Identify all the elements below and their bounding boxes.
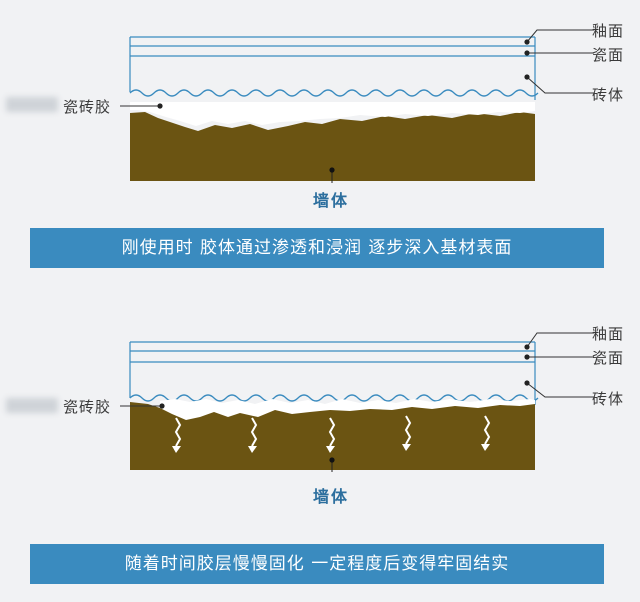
arrowhead-3 (326, 446, 335, 453)
arrow-3 (328, 417, 336, 447)
label-body: 砖体 (592, 390, 625, 408)
diagram-panel-1: 釉面 瓷面 砖体 瓷砖胶 墙体 刚使用时 胶体通过渗透和浸润 逐步深入基材表面 (0, 0, 640, 280)
penetration-arrows (174, 415, 491, 447)
wall-body (130, 112, 535, 181)
caption-banner: 随着时间胶层慢慢固化 一定程度后变得牢固结实 (30, 544, 604, 584)
leader-dot-wall (329, 457, 335, 463)
caption-banner: 刚使用时 胶体通过渗透和浸润 逐步深入基材表面 (30, 228, 604, 268)
tile-wavy-bottom (129, 394, 539, 402)
blurred-watermark (6, 398, 58, 413)
label-face: 瓷面 (592, 349, 625, 367)
diagram-panel-2: 釉面 瓷面 砖体 瓷砖胶 墙体 随着时间胶层慢慢固化 一定程度后变得牢固结实 (0, 300, 640, 602)
arrow-1 (174, 417, 182, 447)
panel-1-graphic (120, 29, 594, 183)
label-wall: 墙体 (313, 191, 350, 210)
label-adhesive: 瓷砖胶 (63, 398, 112, 416)
arrowhead-5 (481, 444, 490, 451)
label-glaze: 釉面 (592, 325, 625, 343)
arrow-5 (483, 415, 491, 445)
leader-glaze (526, 29, 594, 43)
label-body: 砖体 (592, 86, 625, 104)
leader-body (526, 76, 594, 94)
adhesive-layer (130, 102, 535, 126)
arrow-4 (404, 415, 412, 445)
adhesive-layer (160, 399, 535, 420)
label-face: 瓷面 (592, 46, 625, 64)
leader-dot-adhesive (159, 403, 165, 409)
arrowhead-4 (402, 444, 411, 451)
leader-body (526, 382, 594, 398)
leader-dot-adhesive (157, 103, 163, 109)
leader-dot-body (524, 380, 530, 386)
arrow-2 (250, 417, 258, 447)
blurred-watermark (6, 97, 58, 112)
leader-dot-glaze (524, 39, 530, 45)
tile-wavy-bottom (129, 89, 539, 97)
leader-dot-face (524, 50, 530, 56)
label-wall: 墙体 (313, 487, 350, 506)
leader-glaze (526, 332, 594, 348)
leader-dot-body (524, 74, 530, 80)
label-glaze: 釉面 (592, 22, 625, 40)
arrowhead-2 (248, 446, 257, 453)
leader-dot-glaze (524, 344, 530, 350)
arrowhead-1 (172, 446, 181, 453)
panel-2-graphic (120, 332, 594, 472)
leader-dot-wall (329, 167, 335, 173)
label-adhesive: 瓷砖胶 (63, 98, 112, 116)
leader-dot-face (524, 354, 530, 360)
